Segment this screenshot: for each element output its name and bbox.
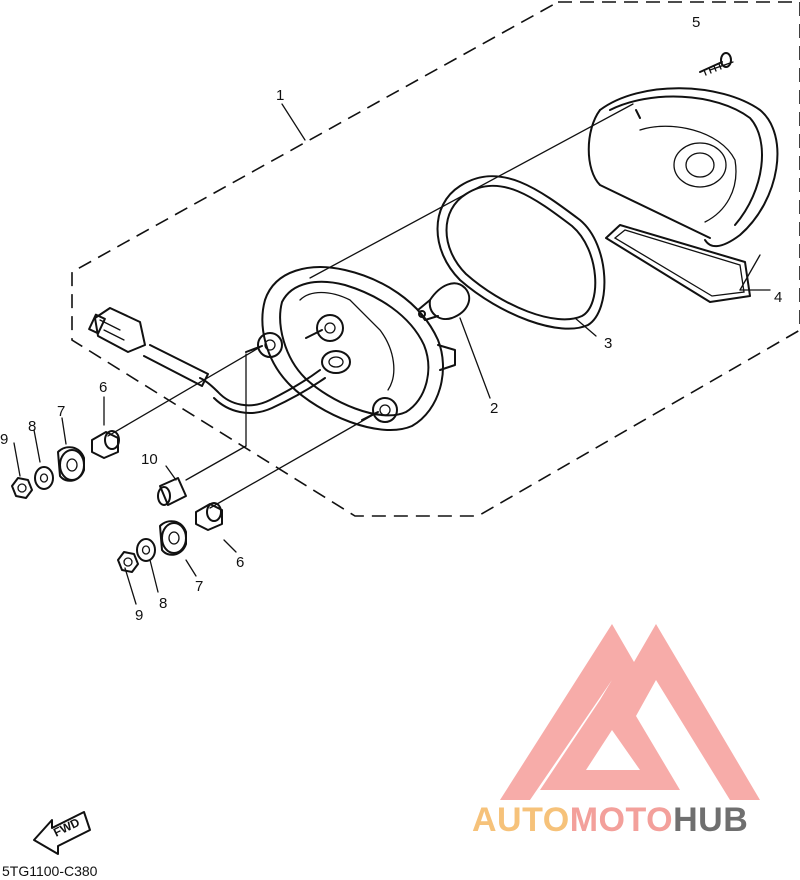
label-part-8-upper: 8 bbox=[28, 418, 36, 435]
label-part-4: 4 bbox=[774, 289, 782, 306]
washer-part-8b bbox=[136, 538, 156, 562]
tail-light-housing bbox=[245, 266, 456, 431]
watermark-part-auto: AUTO bbox=[472, 801, 570, 839]
diagram-code: 5TG1100-C380 bbox=[2, 863, 98, 879]
label-part-8-lower: 8 bbox=[159, 595, 167, 612]
fwd-arrow-icon: FWD bbox=[33, 811, 91, 855]
hardware-row-upper bbox=[11, 430, 120, 499]
assembly-boundary bbox=[71, 1, 800, 517]
automotohub-logo-mark bbox=[500, 624, 760, 800]
label-part-7-lower: 7 bbox=[195, 578, 203, 595]
wiring-harness bbox=[88, 307, 326, 414]
part-number-labels: 1 5 4 3 2 6 7 8 9 10 6 7 8 9 bbox=[0, 14, 782, 624]
gasket-part-3 bbox=[436, 175, 606, 330]
leader-lines bbox=[13, 61, 771, 605]
screw-part-5 bbox=[699, 52, 732, 76]
lens-cover-part-4 bbox=[587, 87, 779, 303]
label-part-6-lower: 6 bbox=[236, 554, 244, 571]
label-part-6-upper: 6 bbox=[99, 379, 107, 396]
label-part-2: 2 bbox=[490, 400, 498, 417]
collar-part-6a bbox=[91, 431, 119, 459]
nut-part-9b bbox=[117, 551, 139, 573]
watermark-part-moto: MOTO bbox=[570, 801, 673, 839]
washer-part-8a bbox=[34, 466, 54, 490]
label-part-7-upper: 7 bbox=[57, 403, 65, 420]
spacer-part-10 bbox=[157, 477, 187, 506]
watermark-brand-text: AUTOMOTOHUB bbox=[472, 801, 748, 839]
label-part-1: 1 bbox=[276, 87, 284, 104]
watermark-part-hub: HUB bbox=[673, 801, 748, 839]
label-part-10: 10 bbox=[141, 451, 158, 468]
label-part-3: 3 bbox=[604, 335, 612, 352]
hardware-row-lower bbox=[117, 502, 223, 573]
bulb-part-2 bbox=[417, 282, 471, 321]
nut-part-9a bbox=[11, 477, 33, 499]
label-part-9-lower: 9 bbox=[135, 607, 143, 624]
label-part-5: 5 bbox=[692, 14, 700, 31]
label-part-9-upper: 9 bbox=[0, 431, 8, 448]
